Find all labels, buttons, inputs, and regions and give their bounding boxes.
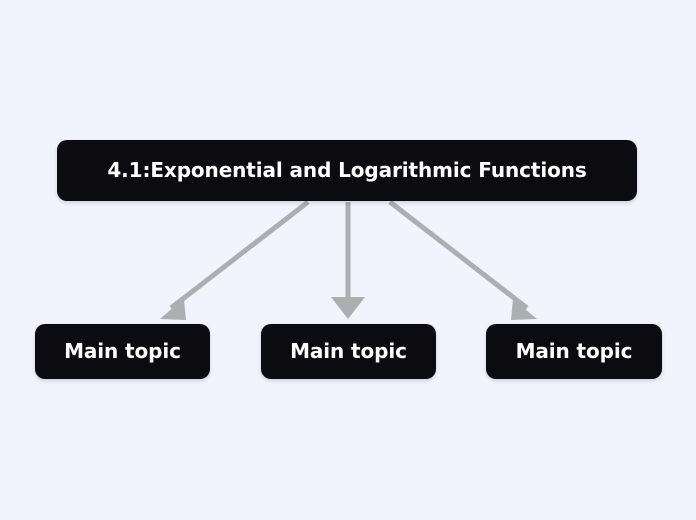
arrowhead-icon — [331, 297, 365, 319]
topic-node-label: Main topic — [64, 339, 181, 363]
connector-root-to-topic-1 — [331, 202, 365, 319]
arrowhead-icon — [511, 299, 537, 320]
connector-root-to-topic-2 — [388, 200, 537, 320]
connector-line — [169, 200, 310, 310]
topic-node-2[interactable]: Main topic — [261, 324, 436, 379]
arrowhead-icon — [161, 300, 182, 318]
root-node-label: 4.1:Exponential and Logarithmic Function… — [107, 158, 587, 182]
connector-line — [388, 200, 529, 310]
root-node[interactable]: 4.1:Exponential and Logarithmic Function… — [57, 140, 637, 201]
topic-node-label: Main topic — [515, 339, 633, 363]
topic-node-1[interactable]: Main topic — [35, 324, 210, 379]
topic-node-3[interactable]: Main topic — [486, 324, 662, 379]
connector-root-to-topic-0 — [160, 200, 310, 320]
topic-node-label: Main topic — [290, 339, 407, 363]
arrowhead-icon — [160, 299, 186, 320]
